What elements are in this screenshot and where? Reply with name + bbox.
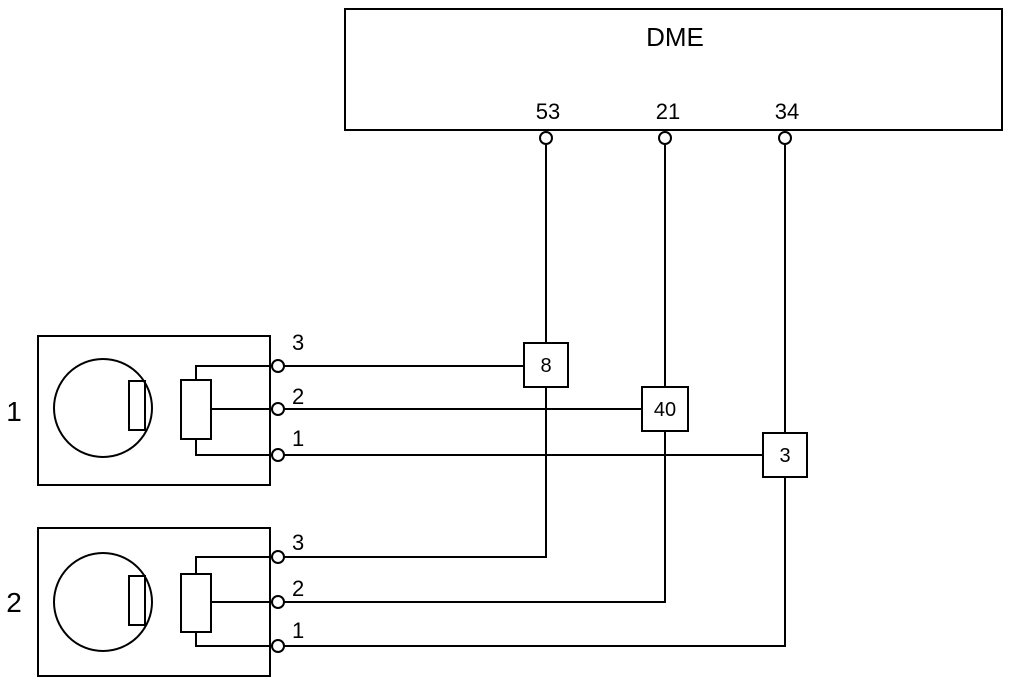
sensor-1-terminal-3 — [271, 359, 285, 373]
splice-40: 40 — [641, 386, 689, 432]
sensor-2-terminal-1 — [271, 639, 285, 653]
sensor-1-pin-1-label: 1 — [292, 426, 304, 451]
sensor-1-label: 1 — [6, 396, 22, 427]
wire-splice-3-to-s2-pin1 — [284, 477, 786, 647]
wires — [284, 145, 786, 647]
wire-splice-40-to-s2-pin2 — [284, 432, 666, 603]
sensor-1: 1 3 2 1 — [6, 330, 304, 486]
sensor-1-terminal-2 — [271, 402, 285, 416]
sensor-2-element — [53, 552, 153, 652]
dme-terminal-53 — [539, 131, 553, 145]
sensor-2-element-core — [128, 575, 146, 626]
sensor-1-lead-1 — [195, 439, 272, 456]
sensor-2-lead-1 — [195, 632, 272, 647]
splice-8-box — [523, 342, 569, 388]
dme-terminals — [539, 131, 792, 145]
splice-40-box — [641, 386, 689, 432]
dme-unit: DME 53 21 34 — [344, 8, 1003, 131]
splice-40-label: 40 — [654, 399, 676, 421]
sensor-1-lead-3 — [195, 365, 272, 380]
sensor-2-pin-3-label: 3 — [292, 530, 304, 555]
sensor-2-terminal-2 — [271, 595, 285, 609]
dme-box — [344, 8, 1003, 131]
dme-pin-21-label: 21 — [656, 99, 680, 124]
wire-splice-8-to-s2-pin3 — [284, 388, 547, 558]
splice-8: 8 — [523, 342, 569, 388]
splice-3: 3 — [762, 432, 808, 478]
dme-pin-53-label: 53 — [536, 99, 560, 124]
sensor-1-housing — [37, 335, 271, 486]
sensor-2-pin-1-label: 1 — [292, 618, 304, 643]
splice-3-label: 3 — [779, 445, 790, 467]
sensor-2-resistor — [180, 573, 212, 633]
sensor-2-label: 2 — [6, 587, 22, 618]
sensor-2-terminal-3 — [271, 550, 285, 564]
sensor-1-resistor — [180, 379, 212, 440]
sensor-2-lead-3 — [195, 556, 272, 574]
sensor-1-element-core — [128, 380, 146, 431]
dme-pin-34-label: 34 — [775, 99, 799, 124]
dme-label: DME — [646, 22, 704, 52]
sensor-1-pin-3-label: 3 — [292, 330, 304, 355]
dme-terminal-34 — [778, 131, 792, 145]
sensor-1-terminal-1 — [271, 448, 285, 462]
splice-3-box — [762, 432, 808, 478]
splice-8-label: 8 — [540, 355, 551, 377]
splice-boxes: 8 40 3 — [523, 342, 808, 478]
sensor-1-pin-2-label: 2 — [292, 384, 304, 409]
sensor-1-element — [53, 358, 153, 458]
sensor-2-pin-2-label: 2 — [292, 576, 304, 601]
sensor-2: 2 3 2 1 — [6, 527, 304, 677]
dme-terminal-21 — [658, 131, 672, 145]
